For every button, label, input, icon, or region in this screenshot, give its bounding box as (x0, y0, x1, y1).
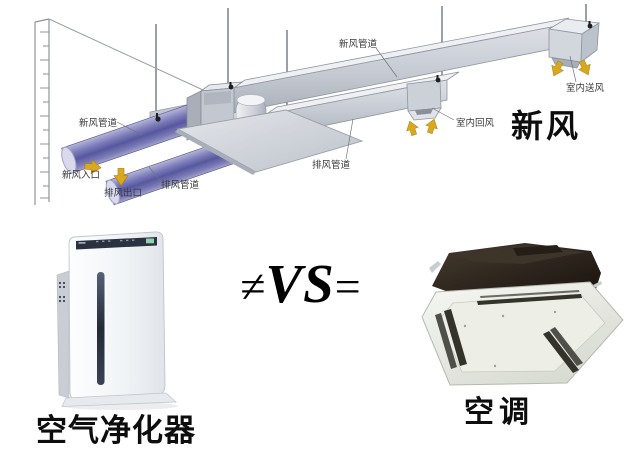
indoor-return-label: 室内回风 (456, 117, 495, 129)
air-purifier-illustration (56, 231, 178, 410)
return-air-inlet-box (406, 79, 442, 121)
fresh-inlet-label: 新风入口 (62, 169, 100, 181)
exhaust-outlet-label: 排风出口 (104, 187, 142, 199)
ceiling-edge-line (48, 18, 204, 91)
fresh-air-title: 新风 (511, 108, 582, 144)
indoor-supply-label: 室内送风 (566, 82, 605, 94)
fresh-duct-left-label: 新风管道 (79, 117, 118, 129)
pipe-clamp-icons (155, 21, 593, 122)
purifier-control-panel (76, 237, 157, 250)
wall-ruler (34, 18, 50, 205)
vs-text: ≠VS= (208, 252, 393, 315)
supply-air-outlet-box (547, 18, 601, 69)
purifier-base (61, 392, 177, 407)
ac-panel-screws (463, 310, 557, 368)
purifier-label: 空气净化器 (36, 413, 196, 448)
ac-label: 空调 (464, 396, 534, 429)
purifier-front-vent-slot (97, 272, 105, 385)
fresh-duct-top-label: 新风管道 (339, 38, 378, 50)
purifier-side-panel (56, 270, 70, 399)
vs-core-text: VS (265, 253, 335, 314)
return-air-arrow-icon (423, 117, 441, 135)
air-conditioner-illustration (421, 243, 624, 386)
return-air-arrow-icon (403, 119, 421, 137)
exhaust-duct-left-label: 排风管道 (161, 179, 200, 191)
slot-highlight (105, 275, 107, 382)
ventilation-diagram: 新风管道 新风入口 排风出口 排风管道 新风管道 排风管道 室内回风 室内送风 (34, 4, 605, 206)
equal-sign: = (334, 261, 361, 312)
purifier-body (68, 231, 166, 400)
ac-vent-slots (435, 290, 583, 373)
exhaust-duct-mid-label: 排风管道 (312, 159, 351, 171)
not-equal-sign: ≠ (240, 261, 266, 312)
distribution-plenum (175, 109, 364, 175)
leader-lines (116, 47, 577, 183)
